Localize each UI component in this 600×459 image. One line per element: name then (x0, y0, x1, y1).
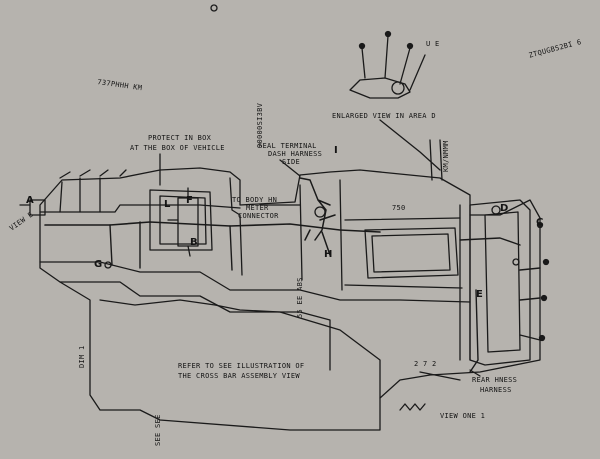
left-component-leads (167, 187, 191, 257)
label-rear-line2: HARNESS (480, 386, 512, 394)
label-letter-E: E (476, 289, 484, 300)
label-mid-vertical: 55 EE ABS (296, 277, 304, 318)
label-bottom-vertical: SEE SEE (154, 414, 162, 446)
rear-box-inner (484, 211, 521, 353)
label-refer-line2: THE CROSS BAR ASSEMBLY VIEW (178, 372, 300, 380)
label-letter-G: G (94, 259, 103, 270)
label-top-right-r: U E (426, 40, 440, 48)
label-letter-B: B (190, 237, 198, 248)
leader-rear (469, 369, 481, 377)
harness-drop (109, 221, 233, 271)
label-protect-in-box-2: AT THE BOX OF VEHICLE (130, 144, 225, 152)
label-dash-harness: DASH HARNESS (268, 150, 323, 158)
label-letter-C: C (536, 217, 544, 228)
leader-enlarged (379, 119, 441, 171)
label-letter-F: F (186, 195, 194, 206)
tray-frame (344, 217, 463, 289)
dash-line (39, 204, 241, 213)
label-left-vertical: DIM 1 (78, 345, 86, 368)
enlarged-detail-leads (361, 35, 426, 91)
right-vert-lines (429, 139, 443, 181)
hood-top (59, 177, 101, 213)
label-bottom-right: VIEW ONE 1 (440, 412, 486, 420)
body-outline (39, 167, 541, 431)
label-dim-750: 750 (392, 204, 406, 212)
enlarged-detail (349, 77, 411, 99)
rear-box (469, 199, 531, 366)
rear-pillar (299, 184, 303, 281)
cab-front-inner (159, 195, 207, 245)
lower-hatch (399, 403, 426, 411)
label-letter-D: D (500, 203, 509, 214)
label-right-vertical: KM/NMMM (442, 140, 450, 172)
label-connector: CONNECTOR (238, 212, 279, 220)
pillar-b (339, 179, 343, 291)
sill-line (59, 281, 331, 371)
ground-point (104, 261, 112, 269)
harness-right (459, 237, 541, 341)
lower-sweep (99, 299, 381, 399)
floor-line (39, 261, 471, 303)
meter-connector-bundle (299, 177, 336, 256)
leader-750 (419, 371, 461, 381)
meter-connector (314, 206, 326, 218)
left-connector (29, 199, 46, 216)
label-protect-in-box: PROTECT IN BOX (148, 134, 212, 142)
label-letter-H: H (324, 249, 333, 260)
label-272: 2 7 2 (414, 360, 437, 368)
harness-main (44, 221, 381, 233)
label-side: SIDE (282, 158, 301, 166)
label-seal-terminal: SEAL TERMINAL (258, 142, 317, 150)
cab-front (149, 189, 213, 251)
mid-pillar (229, 177, 243, 276)
label-rear-line1: REAR HNESS (472, 376, 518, 384)
leader-seal (279, 159, 301, 177)
label-letter-L: L (164, 199, 171, 210)
harness-rear-drop (469, 289, 479, 373)
label-enlarged-view: ENLARGED VIEW IN AREA D (332, 112, 436, 120)
tray-inner (371, 233, 451, 273)
label-letter-A: A (26, 195, 35, 206)
label-letter-I: I (334, 145, 339, 156)
rear-panel-lines (459, 204, 471, 361)
tray (364, 227, 459, 279)
label-meter: METER (246, 204, 269, 212)
label-refer-line1: REFER TO SEE ILLUSTRATION OF (178, 362, 305, 370)
label-to-body-hn: TO BODY HN (232, 196, 278, 204)
hood-hatch (59, 169, 127, 179)
